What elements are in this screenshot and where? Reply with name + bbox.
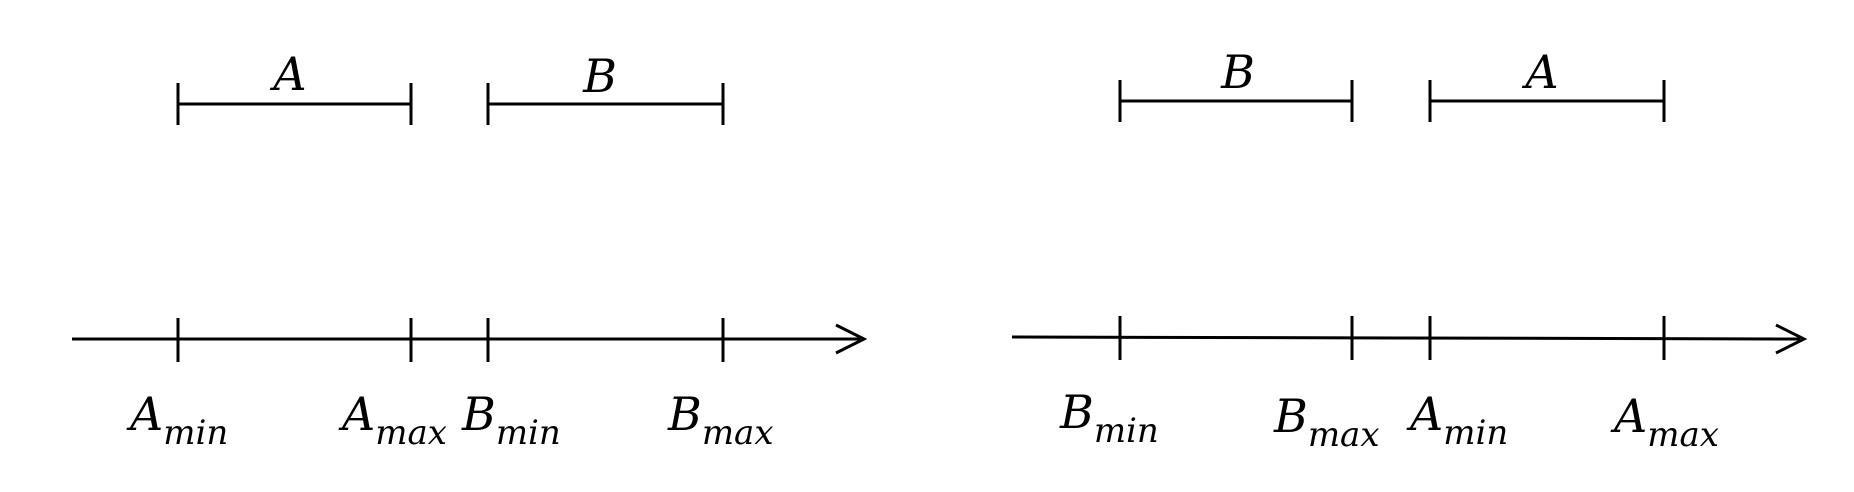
- axis-arrowhead: [1775, 323, 1808, 355]
- tick-label-a-max: Amax: [1610, 389, 1719, 455]
- left-panel: A B Amin Amax Bmin: [72, 47, 868, 453]
- tick-label-a-max: Amax: [338, 387, 447, 453]
- right-interval-a-bracket: A: [1428, 45, 1666, 122]
- right-panel: B A Bmin Bmax Amin: [1011, 45, 1808, 455]
- tick-label-a-min: Amin: [1406, 387, 1508, 453]
- right-tick-labels: Bmin Bmax Amin Amax: [1059, 385, 1719, 455]
- interval-label: B: [1220, 45, 1255, 99]
- right-interval-b-bracket: B: [1118, 45, 1354, 122]
- left-axis: [72, 318, 868, 362]
- tick-label-b-min: Bmin: [1059, 385, 1159, 451]
- tick-label-b-max: Bmax: [1273, 389, 1380, 455]
- axis-line: [1011, 335, 1801, 341]
- tick-label-a-min: Amin: [126, 387, 228, 453]
- interval-label: B: [582, 49, 617, 103]
- left-interval-a-bracket: A: [176, 47, 413, 125]
- interval-label: A: [269, 47, 306, 101]
- left-tick-labels: Amin Amax Bmin Bmax: [126, 387, 774, 453]
- axis-arrowhead: [835, 323, 868, 355]
- left-interval-b-bracket: B: [486, 49, 725, 125]
- right-axis: [1011, 316, 1808, 360]
- tick-label-b-min: Bmin: [461, 387, 561, 453]
- interval-label: A: [1521, 45, 1558, 99]
- tick-label-b-max: Bmax: [667, 387, 774, 453]
